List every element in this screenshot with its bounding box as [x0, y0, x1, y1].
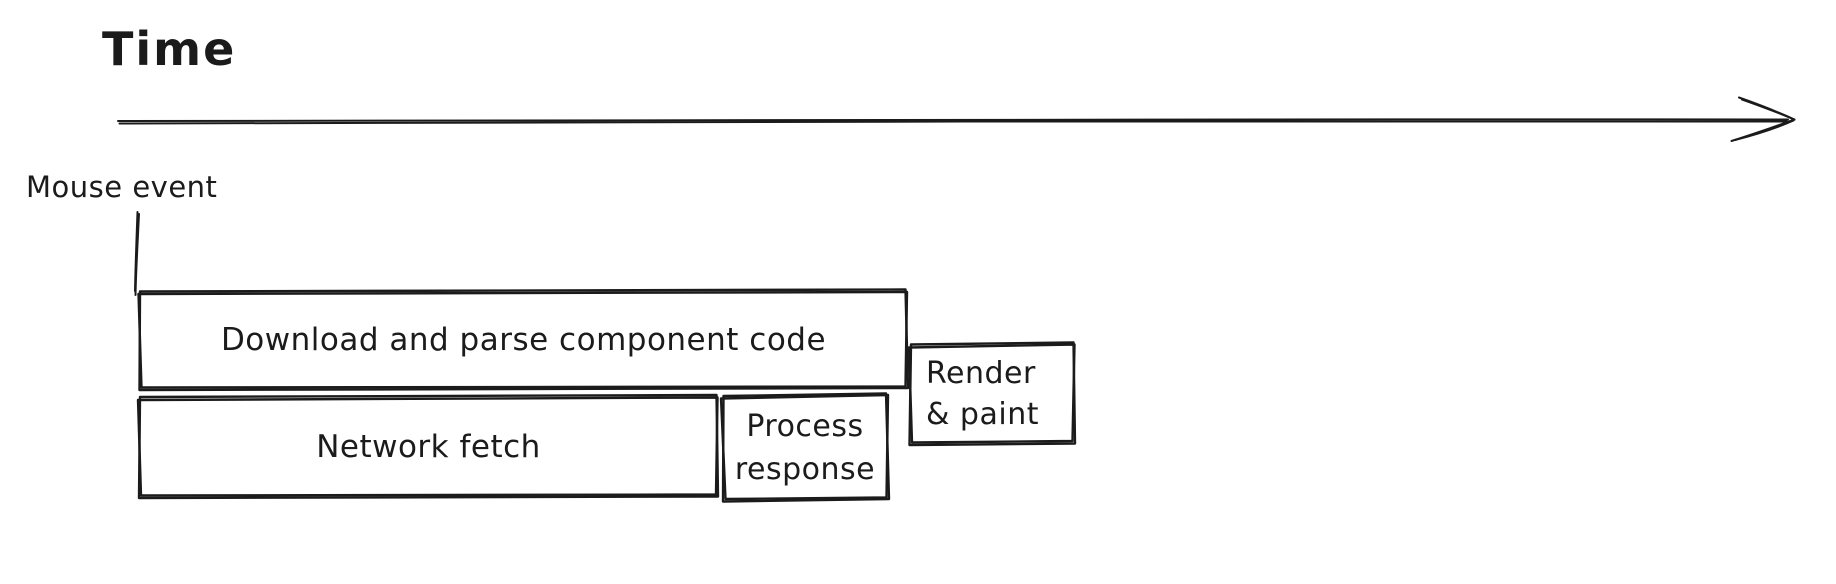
- mouse-event-line: [134, 211, 140, 296]
- download-parse-label: Download and parse component code: [220, 321, 827, 358]
- download-parse-box-outline: [137, 288, 910, 392]
- mouse-event-label: Mouse event: [26, 170, 218, 204]
- process-response-label: Process response: [735, 405, 875, 491]
- network-fetch-box: Network fetch: [139, 396, 718, 497]
- process-response-box-outline: [719, 392, 891, 503]
- process-response-box: Process response: [722, 394, 888, 501]
- timeline-title: Time: [102, 22, 237, 76]
- network-fetch-label: Network fetch: [316, 428, 541, 465]
- render-paint-label-line2: & paint: [926, 397, 1039, 432]
- timeline-arrow: [117, 96, 1796, 142]
- render-paint-box: Render & paint: [910, 343, 1075, 445]
- render-paint-label-line1: Render: [926, 356, 1036, 391]
- network-fetch-box-outline: [136, 393, 720, 500]
- process-response-label-line2: response: [734, 451, 876, 487]
- render-paint-label: Render & paint: [926, 353, 1039, 435]
- download-parse-box: Download and parse component code: [139, 290, 908, 389]
- render-paint-box-outline: [907, 341, 1077, 447]
- process-response-label-line1: Process: [746, 408, 864, 444]
